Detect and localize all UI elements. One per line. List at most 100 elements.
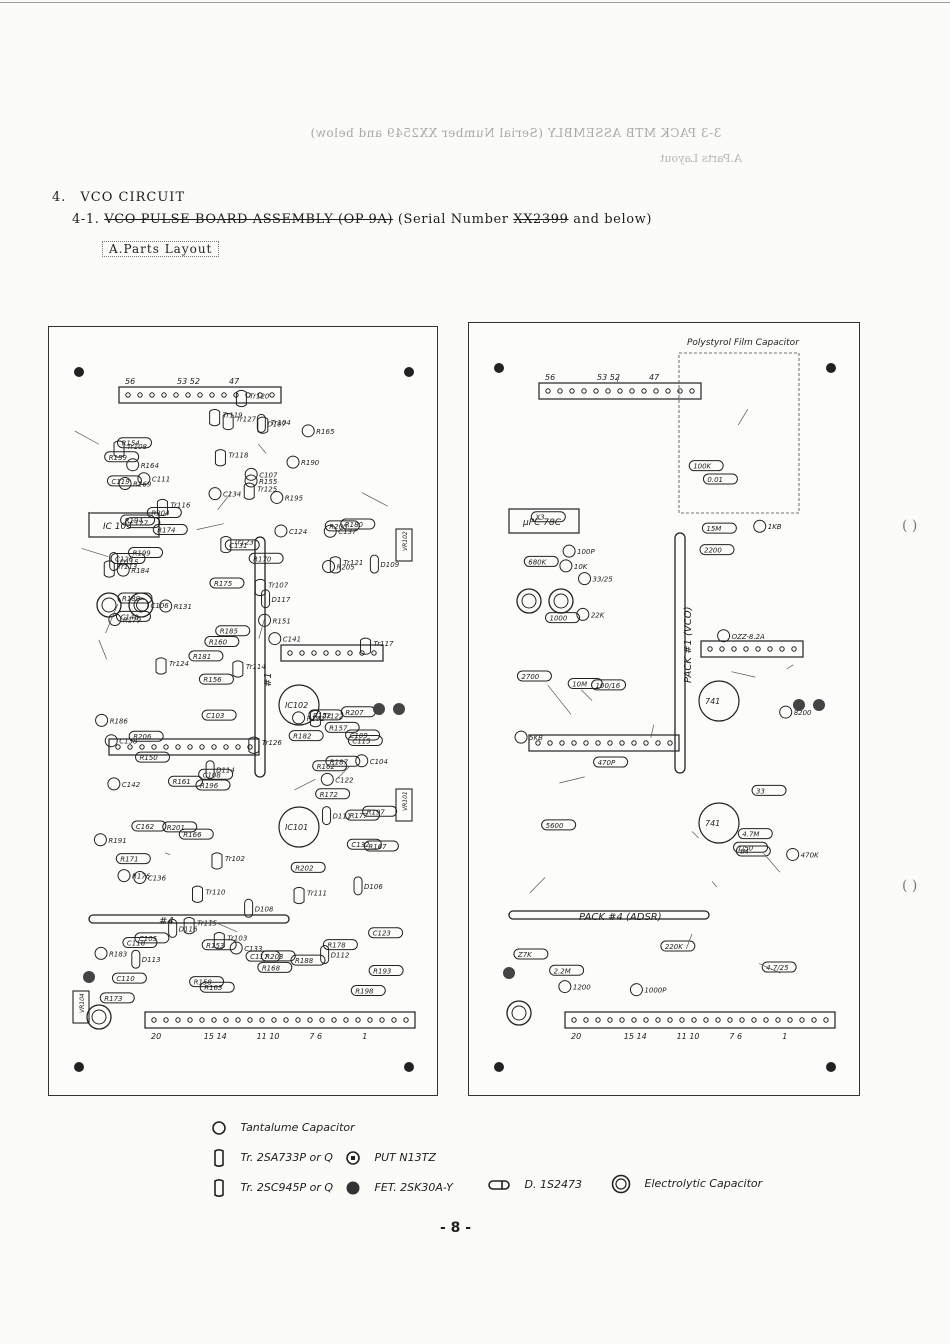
resistor	[702, 473, 738, 485]
connector-pin	[161, 392, 167, 398]
connector-pin	[187, 744, 193, 750]
connector-strip	[528, 734, 680, 752]
resistor	[209, 577, 245, 589]
resistor	[245, 950, 281, 962]
capacitor	[301, 424, 315, 438]
connector-pin	[545, 388, 551, 394]
capacitor	[94, 946, 108, 960]
resistor	[516, 670, 552, 682]
ic-label: μPC 78C	[522, 518, 562, 528]
trace	[529, 877, 546, 894]
transistor	[309, 710, 321, 728]
part-label: 15M	[706, 525, 721, 533]
parts-layout-label: A.Parts Layout	[102, 241, 220, 257]
connector-pin-label: 56	[545, 373, 555, 382]
part-label: 1000	[550, 615, 568, 623]
resistor	[735, 845, 771, 857]
connector-pin	[295, 1017, 301, 1023]
part-label: R171	[120, 856, 138, 864]
part-label: C133	[244, 945, 262, 953]
part-label: R180	[345, 521, 364, 529]
part-label: C124	[289, 528, 307, 536]
connector-pin	[557, 388, 563, 394]
part-label: C106	[151, 602, 170, 610]
trace	[196, 523, 224, 530]
resistor	[346, 838, 382, 850]
trace	[87, 511, 92, 514]
resistor	[549, 964, 585, 976]
resistor	[120, 514, 156, 526]
connector-pin	[115, 744, 121, 750]
trace	[580, 689, 593, 701]
connector-pin	[125, 392, 131, 398]
connector-pin-label: 1	[362, 1032, 367, 1041]
capacitor	[355, 754, 369, 768]
ic-can	[278, 684, 320, 726]
part-label: R178	[327, 942, 346, 950]
connector-pin	[751, 1017, 757, 1023]
part-label: R179	[123, 616, 142, 624]
part-label: R150	[140, 754, 159, 762]
part-label: R182	[293, 733, 312, 741]
part-label: C126	[115, 555, 134, 563]
part-label: 100P	[577, 548, 595, 556]
part-label: 2.2M	[554, 967, 571, 975]
part-label: R166	[183, 831, 202, 839]
resistor	[290, 861, 326, 873]
capacitor	[229, 941, 243, 955]
electrolytic-capacitor-inner	[133, 597, 149, 613]
resistor	[368, 965, 404, 977]
part-label: R194	[125, 517, 143, 525]
mounting-hole	[826, 1062, 836, 1072]
bleed-through-heading: 3-3 PACK MTB ASSEMBLY (Serial Number XX2…	[310, 126, 722, 140]
transistor-label: Tr120	[249, 392, 270, 400]
connector-pin	[679, 1017, 685, 1023]
resistor	[201, 939, 237, 951]
connector-pin	[359, 650, 365, 656]
transistor	[254, 578, 266, 597]
electrolytic-capacitor-inner	[91, 1009, 107, 1025]
transistor-icon	[214, 1149, 224, 1167]
connector-pin-label: 7 6	[309, 1032, 322, 1041]
connector-pin	[569, 388, 575, 394]
mounting-hole	[404, 367, 414, 377]
capacitor	[320, 772, 334, 786]
resistor	[523, 555, 559, 567]
transistor	[211, 852, 223, 870]
ic-can	[698, 680, 740, 722]
part-label: 470P	[598, 759, 616, 767]
diode-label: D108	[255, 905, 274, 913]
resistor	[110, 552, 146, 564]
resistor	[99, 992, 135, 1004]
connector-pin	[355, 1017, 361, 1023]
capacitor	[244, 474, 258, 488]
capacitor	[786, 847, 800, 861]
part-label: R154	[122, 440, 140, 448]
connector-strip	[564, 1011, 836, 1029]
part-label: R200	[329, 523, 348, 531]
resistor	[135, 751, 171, 763]
bleed-through-subheading: A.Parts Layout	[660, 152, 742, 165]
resistor	[324, 520, 360, 532]
connector-pin	[209, 392, 215, 398]
subsection-title: VCO PULSE BOARD ASSEMBLY (OP-9A)	[104, 212, 394, 227]
transistor-label: Tr107	[268, 582, 289, 590]
resistor	[324, 721, 360, 733]
part-label: C141	[283, 636, 301, 644]
connector-pin	[287, 650, 293, 656]
resistor	[167, 775, 203, 787]
capacitor	[779, 705, 793, 719]
fet	[83, 971, 95, 983]
trimmer	[72, 990, 90, 1024]
ic-label: IC101	[285, 823, 308, 832]
transistor-label: Tr113	[117, 563, 137, 571]
connector-pin	[811, 1017, 817, 1023]
transistor	[257, 416, 269, 434]
connector-pin	[257, 392, 263, 398]
part-label: OZZ-8.2A	[732, 633, 765, 641]
capacitor	[159, 599, 173, 613]
connector-pin	[173, 392, 179, 398]
mounting-hole	[404, 1062, 414, 1072]
part-label: R153	[206, 942, 224, 950]
